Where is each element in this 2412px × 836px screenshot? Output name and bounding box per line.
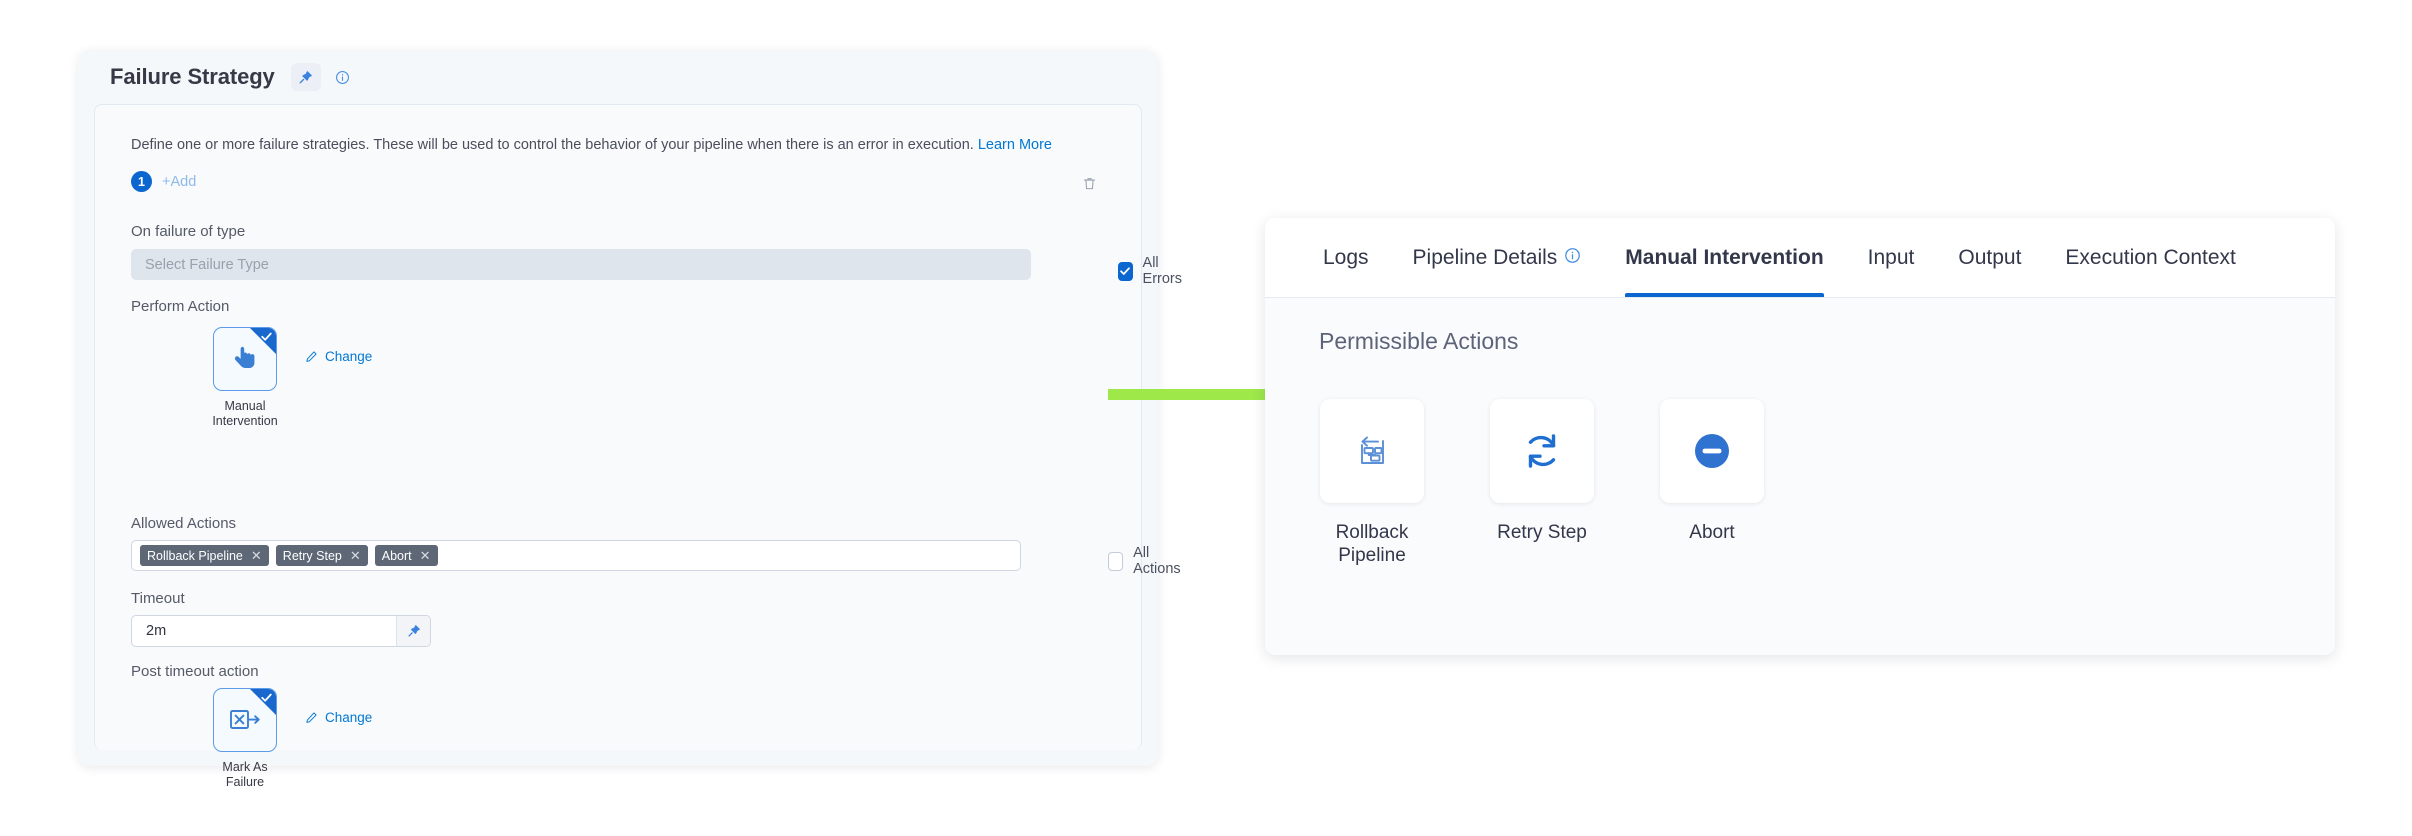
post-timeout-action-group: Mark As Failure Change: [211, 688, 372, 790]
caption-line-1: Mark As: [222, 760, 268, 774]
manual-intervention-body: Permissible Actions: [1265, 298, 2335, 567]
caption-line-2: Pipeline: [1338, 545, 1406, 566]
action-caption: Abort: [1689, 521, 1734, 544]
permissible-actions-heading: Permissible Actions: [1319, 328, 1519, 354]
failure-strategy-body: Define one or more failure strategies. T…: [94, 104, 1182, 789]
all-errors-checkbox[interactable]: [1118, 261, 1133, 281]
post-timeout-label: Post timeout action: [131, 663, 259, 680]
caption-line-2: Intervention: [212, 414, 278, 428]
action-rollback-pipeline[interactable]: Rollback Pipeline: [1319, 399, 1425, 567]
tab-label: Output: [1958, 245, 2022, 269]
learn-more-link[interactable]: Learn More: [977, 137, 1052, 153]
caption-line-1: Retry Step: [1497, 522, 1587, 543]
tab-pipeline-details[interactable]: Pipeline Details: [1391, 218, 1604, 297]
info-circle-icon[interactable]: [1564, 246, 1581, 270]
all-actions-label: All Actions: [1133, 545, 1181, 577]
abort-button[interactable]: [1660, 399, 1764, 503]
tab-label: Execution Context: [2065, 245, 2236, 269]
change-perform-action-button[interactable]: Change: [305, 349, 372, 364]
allowed-actions-input[interactable]: Rollback Pipeline ✕ Retry Step ✕ Abort ✕: [131, 540, 1021, 571]
selected-corner: [250, 689, 276, 715]
action-caption: Rollback Pipeline: [1336, 521, 1409, 567]
tab-label: Input: [1867, 245, 1915, 269]
tab-output[interactable]: Output: [1936, 218, 2043, 297]
rollback-pipeline-button[interactable]: [1320, 399, 1424, 503]
action-caption: Retry Step: [1497, 521, 1587, 544]
all-actions-checkbox-row[interactable]: All Actions: [1108, 545, 1185, 577]
tag-label: Rollback Pipeline: [147, 548, 243, 563]
perform-action-group: Manual Intervention Change: [211, 327, 372, 429]
manual-intervention-tile-col: Manual Intervention: [211, 327, 279, 429]
retry-step-button[interactable]: [1490, 399, 1594, 503]
permissible-actions-list: Rollback Pipeline Retry Ste: [1319, 399, 2335, 567]
action-retry-step[interactable]: Retry Step: [1489, 399, 1595, 567]
tag-label: Retry Step: [282, 548, 342, 563]
change-label: Change: [325, 349, 373, 364]
trash-icon[interactable]: [1082, 175, 1097, 197]
tab-input[interactable]: Input: [1846, 218, 1937, 297]
pushpin-icon[interactable]: [290, 63, 321, 91]
tab-label: Pipeline Details: [1412, 245, 1558, 269]
failure-type-placeholder: Select Failure Type: [145, 256, 269, 273]
mark-as-failure-tile-col: Mark As Failure: [211, 688, 279, 790]
tag-chip[interactable]: Abort ✕: [374, 545, 438, 566]
change-post-timeout-action-button[interactable]: Change: [305, 710, 372, 725]
failure-strategy-card: Failure Strategy Define one or more fail…: [78, 50, 1182, 789]
allowed-actions-label: Allowed Actions: [131, 515, 237, 532]
add-strategy-button[interactable]: +Add: [162, 173, 197, 190]
failure-type-select[interactable]: Select Failure Type: [131, 249, 1031, 280]
timeout-field[interactable]: 2m: [131, 615, 431, 647]
timeout-label: Timeout: [131, 590, 185, 607]
tag-label: Abort: [381, 548, 412, 563]
remove-tag-icon[interactable]: ✕: [250, 548, 262, 563]
description-text: Define one or more failure strategies. T…: [131, 137, 1052, 153]
page-title: Failure Strategy: [110, 64, 275, 89]
perform-action-label: Perform Action: [131, 298, 230, 315]
caption-line-1: Manual: [224, 399, 266, 413]
caption-line-1: Abort: [1689, 522, 1735, 543]
tab-bar: Logs Pipeline Details Manual Interventio…: [1265, 218, 2335, 298]
action-abort[interactable]: Abort: [1659, 399, 1765, 567]
remove-tag-icon[interactable]: ✕: [419, 548, 431, 563]
pushpin-icon[interactable]: [396, 616, 430, 646]
manual-intervention-tile[interactable]: [213, 327, 277, 391]
tab-label: Logs: [1323, 245, 1369, 269]
selected-corner: [250, 328, 276, 354]
caption-line-1: Rollback: [1335, 522, 1409, 543]
remove-tag-icon[interactable]: ✕: [349, 548, 361, 563]
check-icon: [260, 691, 273, 709]
strategy-index-badge[interactable]: 1: [131, 171, 152, 192]
all-errors-checkbox-row[interactable]: All Errors: [1118, 255, 1186, 287]
manual-intervention-caption: Manual Intervention: [212, 399, 277, 429]
info-circle-icon[interactable]: [335, 70, 350, 85]
all-errors-label: All Errors: [1142, 255, 1183, 287]
strategy-row: 1 +Add: [131, 171, 196, 192]
tab-manual-intervention[interactable]: Manual Intervention: [1603, 218, 1845, 297]
tag-chip[interactable]: Rollback Pipeline ✕: [140, 545, 269, 566]
description-sentence: Define one or more failure strategies. T…: [131, 137, 974, 153]
tab-execution-context[interactable]: Execution Context: [2043, 218, 2257, 297]
on-failure-label: On failure of type: [131, 223, 246, 240]
check-icon: [260, 330, 273, 348]
failure-strategy-header: Failure Strategy: [78, 50, 1158, 104]
change-label: Change: [325, 710, 373, 725]
tab-label: Manual Intervention: [1625, 245, 1824, 269]
tag-chip[interactable]: Retry Step ✕: [275, 545, 368, 566]
step-details-panel: Logs Pipeline Details Manual Interventio…: [1265, 218, 2335, 655]
all-actions-checkbox[interactable]: [1108, 551, 1124, 571]
caption-line-2: Failure: [225, 775, 265, 789]
tab-logs[interactable]: Logs: [1301, 218, 1391, 297]
mark-as-failure-tile[interactable]: [213, 688, 277, 752]
timeout-value[interactable]: 2m: [146, 623, 167, 639]
mark-as-failure-caption: Mark As Failure: [222, 760, 267, 790]
